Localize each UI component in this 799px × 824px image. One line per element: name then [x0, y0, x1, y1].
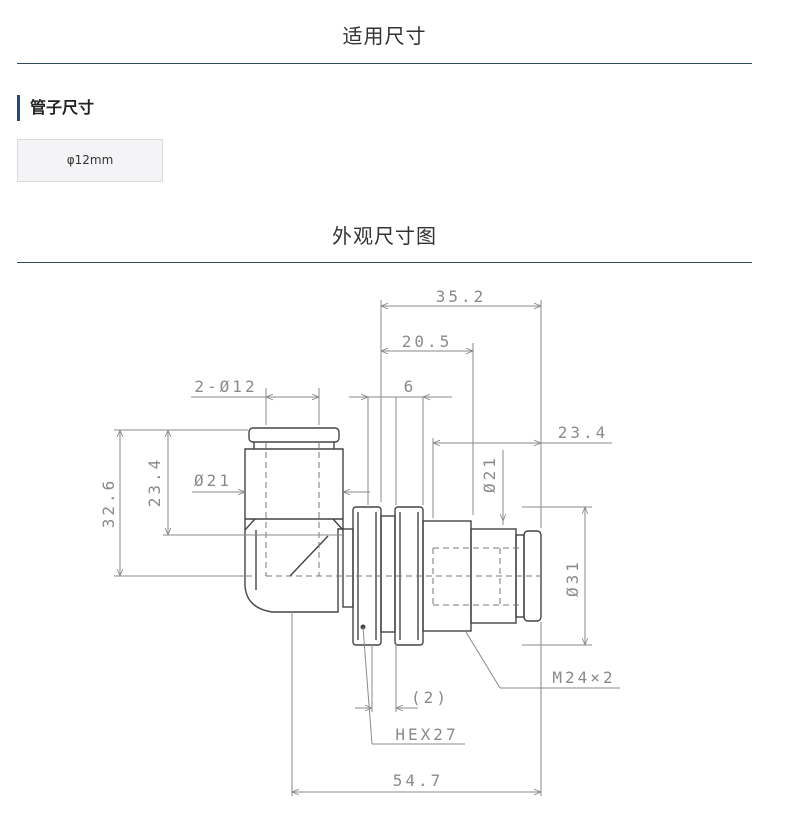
applicable-size-title: 适用尺寸 [342, 24, 427, 48]
dim-left-body-dia: Ø21 [194, 471, 232, 490]
dim-overall-width: 35.2 [436, 287, 487, 306]
extension-lines [114, 300, 592, 796]
dim-tube-od: 2-Ø12 [194, 377, 257, 396]
dimension-drawing: 35.2 20.5 6 2-Ø12 23.4 32.6 23.4 Ø21 Ø21… [99, 287, 620, 796]
dim-left-height-inner: 23.4 [145, 457, 164, 508]
section-divider [17, 63, 752, 64]
hidden-lines [265, 442, 541, 606]
dim-thread-gap: (2) [411, 688, 449, 707]
dim-thread-dia: Ø31 [563, 559, 582, 597]
tube-size-option[interactable]: φ12mm [17, 139, 163, 182]
dim-center-to-face: 20.5 [402, 332, 453, 351]
dim-hex: HEX27 [395, 725, 458, 744]
tube-size-heading: 管子尺寸 [17, 95, 94, 121]
dim-thread: M24×2 [552, 668, 615, 687]
section-divider [17, 262, 752, 263]
dimension-lines [120, 306, 620, 792]
dim-right-body-dia: Ø21 [480, 455, 499, 493]
dim-flange-gap: 6 [404, 377, 417, 396]
dimension-drawing-title: 外观尺寸图 [332, 224, 437, 248]
dim-right-offset: 23.4 [558, 423, 609, 442]
dim-left-height-outer: 32.6 [99, 478, 118, 529]
dim-total-length: 54.7 [393, 771, 444, 790]
